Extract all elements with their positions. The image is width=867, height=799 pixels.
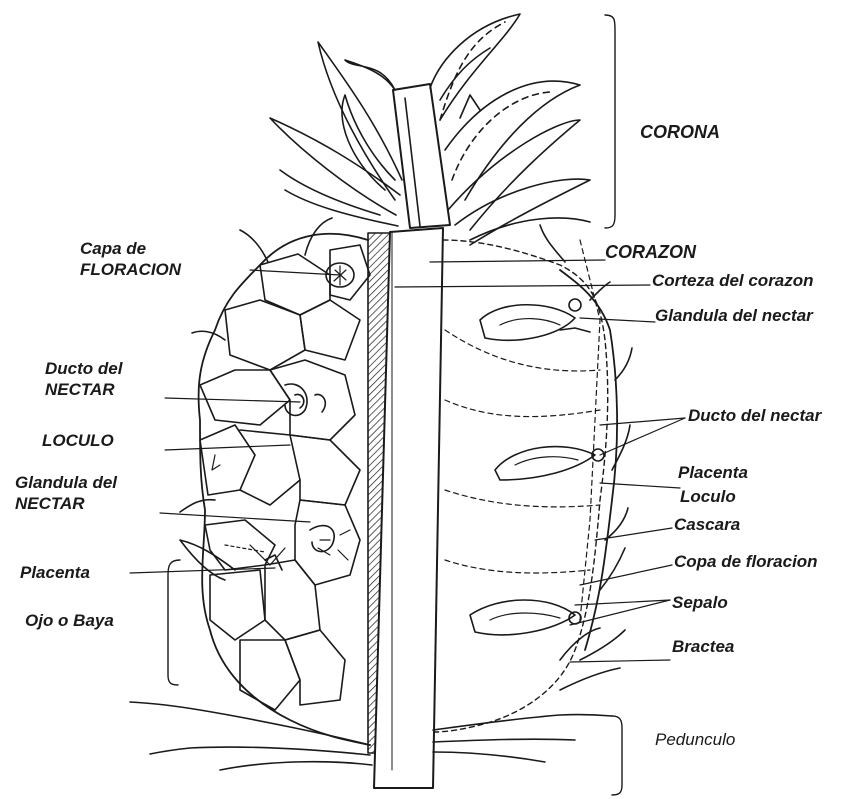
label-ducto-nectar-left: Ducto del NECTAR	[45, 358, 122, 400]
label-ducto-line2: NECTAR	[45, 379, 122, 400]
label-capa-line2: FLORACION	[80, 259, 181, 280]
label-ducto-line1: Ducto del	[45, 358, 122, 379]
label-corona: CORONA	[640, 122, 720, 143]
crown-leaves	[270, 14, 590, 245]
label-corazon: CORAZON	[605, 242, 696, 263]
label-placenta-left: Placenta	[20, 562, 90, 583]
label-placenta-right: Placenta	[678, 462, 748, 483]
label-corteza-corazon: Corteza del corazon	[652, 270, 814, 291]
label-capa-line1: Capa de	[80, 238, 181, 259]
label-pedunculo: Pedunculo	[655, 729, 735, 750]
label-bractea: Bractea	[672, 636, 734, 657]
label-ojo-baya: Ojo o Baya	[25, 610, 114, 631]
label-cascara: Cascara	[674, 514, 740, 535]
label-glandula-nectar-left: Glandula del NECTAR	[15, 472, 117, 514]
label-glandula-line2: NECTAR	[15, 493, 117, 514]
label-ducto-nectar-right: Ducto del nectar	[688, 405, 821, 426]
label-glandula-line1: Glandula del	[15, 472, 117, 493]
left-fruitlets	[180, 218, 370, 745]
label-capa-floracion: Capa de FLORACION	[80, 238, 181, 280]
label-loculo-left: LOCULO	[42, 430, 114, 451]
label-copa-floracion: Copa de floracion	[674, 551, 818, 572]
label-sepalo: Sepalo	[672, 592, 728, 613]
core	[368, 228, 443, 788]
right-fruitlets	[433, 225, 632, 732]
label-loculo-right: Loculo	[680, 486, 736, 507]
label-glandula-nectar-right: Glandula del nectar	[655, 305, 813, 326]
